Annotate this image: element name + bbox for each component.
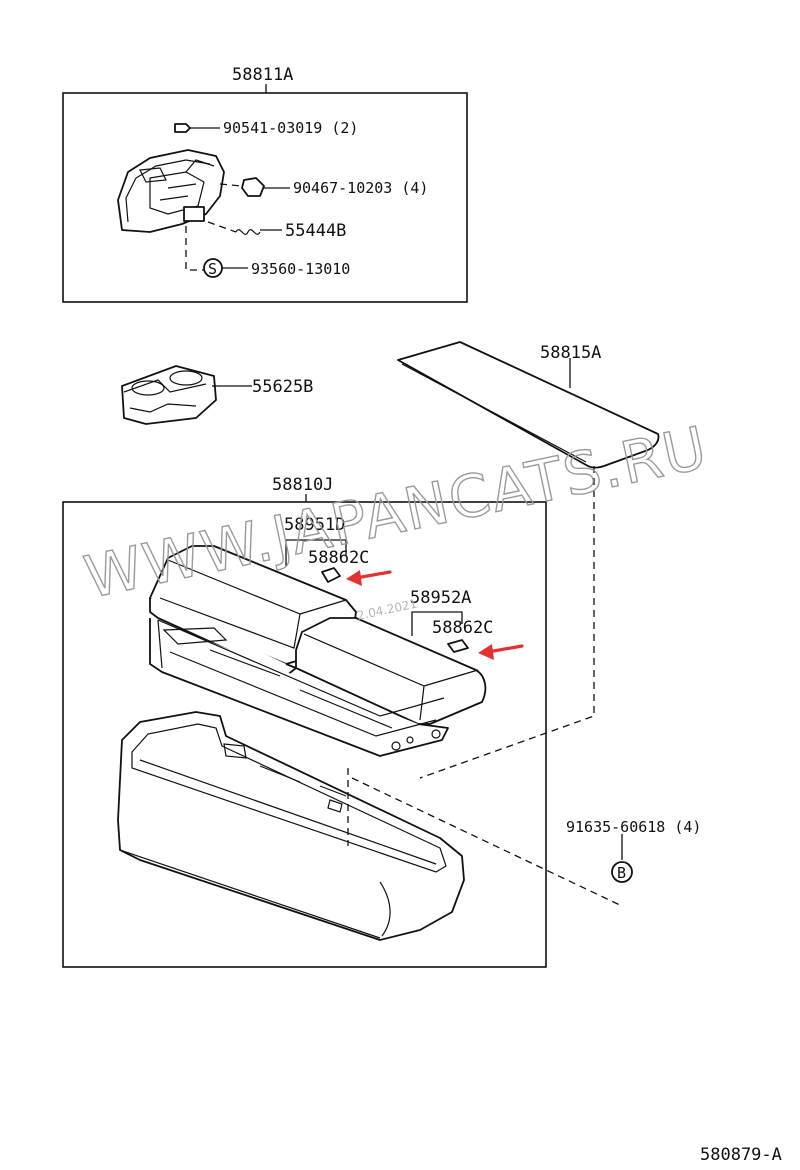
watermark-date: 2.04.2021 (356, 597, 419, 623)
spring-55444b (207, 221, 282, 235)
group-label-58810j: 58810J (272, 475, 333, 495)
group-box-upper (62, 92, 468, 303)
label-90467-10203: 90467-10203 (4) (293, 179, 428, 197)
label-58862c-lower: 58862C (432, 618, 493, 638)
s-mark-symbol: S (208, 260, 217, 278)
figure-code: 580879-A (700, 1145, 782, 1165)
screw-90541 (174, 123, 220, 133)
b-mark-symbol: B (617, 864, 626, 882)
group-label-58811a: 58811A (232, 65, 293, 85)
label-90541-03019: 90541-03019 (2) (223, 119, 358, 137)
b-mark-91635: B (611, 861, 633, 883)
group-box-lower (62, 501, 547, 968)
s-mark-93560: S (185, 226, 248, 278)
label-58815a: 58815A (540, 343, 601, 363)
callout-58952a (411, 611, 469, 653)
lid-assembly (149, 545, 487, 757)
highlight-arrow-upper (346, 570, 392, 586)
fastener-leaders (347, 466, 623, 907)
label-55444b: 55444B (285, 221, 346, 241)
cup-holder-55625b (121, 365, 252, 425)
callout-58951d (285, 539, 347, 583)
console-box (117, 711, 465, 941)
pad-58815a (397, 341, 660, 469)
highlight-arrow-lower (478, 644, 524, 660)
clip-90467 (219, 177, 290, 197)
ashtray-assembly (117, 149, 225, 233)
label-58951d: 58951D (284, 515, 345, 535)
watermark: WWW.JAPANCATS.RU (79, 413, 714, 612)
label-55625b: 55625B (252, 377, 313, 397)
label-58952a: 58952A (410, 588, 471, 608)
label-91635-60618: 91635-60618 (4) (566, 818, 701, 836)
label-93560-13010: 93560-13010 (251, 260, 350, 278)
label-58862c-upper: 58862C (308, 548, 369, 568)
